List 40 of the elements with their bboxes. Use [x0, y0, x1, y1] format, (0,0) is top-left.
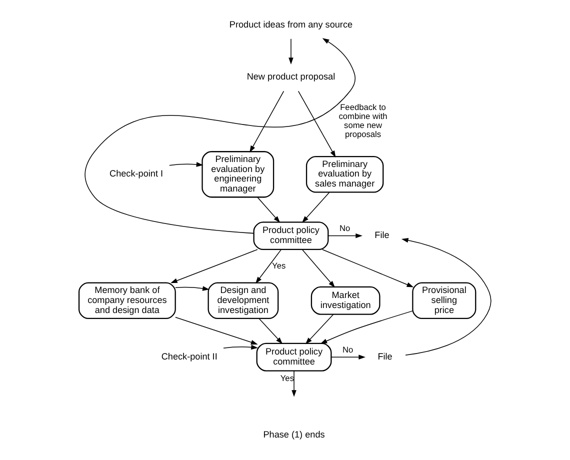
node-box: Product policy committee — [253, 222, 329, 250]
arrow — [257, 197, 280, 223]
node-box: Design and development investigation — [208, 282, 279, 320]
edge-label: No — [342, 344, 354, 354]
node-text: New product proposal — [246, 72, 336, 82]
node-text: Check-point I — [110, 168, 164, 179]
arrow — [401, 238, 492, 356]
node-text: File — [378, 351, 392, 362]
arrow — [256, 249, 282, 284]
arrow — [302, 249, 336, 288]
node-text: Product ideas from any source — [229, 19, 353, 30]
node-text: Check-point II — [161, 351, 218, 362]
edge-label: Feedback to combine with some new proposals — [338, 102, 388, 140]
node-box: Market investigation — [310, 286, 380, 315]
arrow — [305, 314, 334, 344]
node-box: Product policy committee — [256, 342, 332, 372]
edge-label: No — [339, 223, 350, 234]
node-box: Memory bank of company resources and design data — [78, 282, 176, 320]
arrow — [250, 90, 284, 153]
node-box: Preliminary evaluation by engineering manager — [202, 151, 274, 198]
node-text: File — [374, 230, 390, 240]
arrow — [288, 38, 294, 64]
arrow — [302, 192, 330, 223]
arrow — [84, 38, 356, 234]
arrow — [320, 310, 413, 344]
node-box: Provisional selling price — [412, 282, 476, 320]
arrow — [298, 90, 336, 158]
node-box: Preliminary evaluation by sales manager — [306, 156, 384, 193]
arrow — [223, 344, 258, 350]
arrow — [330, 354, 366, 360]
arrow — [175, 316, 258, 345]
label: Phase (1) ends — [263, 429, 325, 440]
edge-label: Yes — [272, 260, 286, 270]
arrow — [328, 233, 362, 238]
arrow — [175, 286, 210, 291]
arrow — [170, 249, 258, 284]
arrow — [258, 318, 283, 344]
arrow — [322, 249, 414, 288]
arrow — [292, 370, 296, 397]
arrow — [169, 162, 204, 167]
